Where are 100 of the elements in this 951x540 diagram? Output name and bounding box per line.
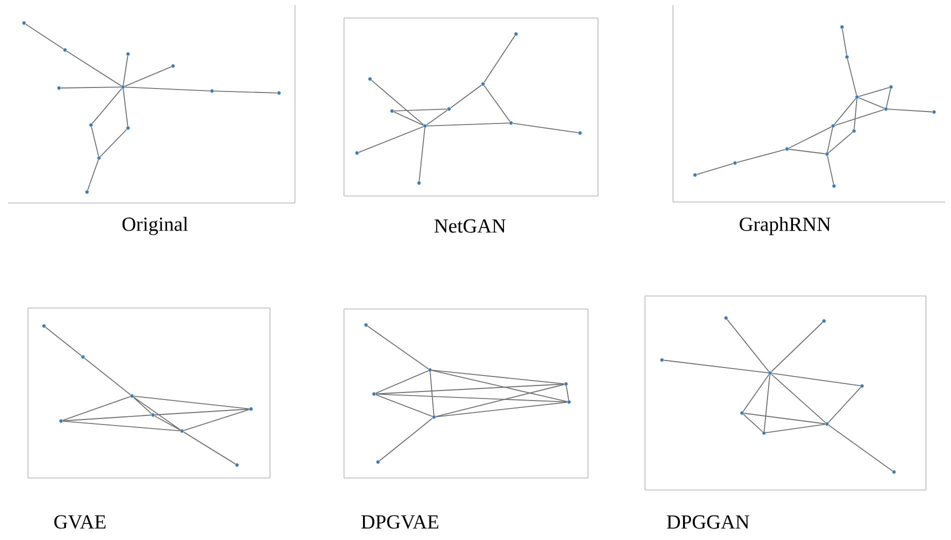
graph-edge (25, 24, 64, 50)
graph-edge (886, 88, 892, 108)
graph-vertex (855, 95, 859, 99)
graph-edge (375, 394, 433, 417)
graph-edge (134, 396, 250, 410)
panel-caption: GraphRNN (740, 216, 831, 236)
graph-vertex (85, 190, 89, 194)
graph-vertex (481, 82, 485, 86)
graph-vertex (785, 147, 789, 151)
graph-edge (60, 86, 122, 88)
graph-vertex (768, 371, 772, 375)
graph-vertex (660, 358, 664, 362)
graph-edge (133, 396, 181, 430)
graph-edge (426, 122, 510, 126)
graph-edge (431, 370, 568, 402)
graph-edge (426, 110, 448, 126)
graph-edge (858, 97, 885, 109)
graph-vertex (89, 123, 93, 127)
graph-vertex (97, 156, 101, 160)
graph-edge (566, 386, 570, 400)
graph-vertex (567, 400, 571, 404)
graph-edge (484, 85, 510, 122)
graph-edge (770, 322, 824, 372)
graph-vertex (235, 463, 239, 467)
graph-edge (766, 424, 826, 434)
graph-vertex (180, 429, 184, 433)
graph-edge (183, 432, 236, 464)
graph-edge (834, 98, 856, 125)
graph-vertex (171, 64, 175, 68)
graph-panel (343, 17, 599, 197)
graph-vertex (417, 181, 421, 185)
graph-edge (45, 326, 82, 356)
graph-vertex (364, 323, 368, 327)
graph-edge (828, 424, 893, 472)
graph-edge (828, 132, 853, 154)
graph-edge (100, 128, 128, 158)
graph-vertex (126, 126, 130, 130)
graph-vertex (355, 151, 359, 155)
graph-edge (847, 58, 857, 96)
graph-edge (430, 372, 434, 416)
graph-vertex (121, 85, 125, 89)
graph-vertex (860, 384, 864, 388)
graph-edge (66, 50, 122, 86)
graph-vertex (277, 91, 281, 95)
graph-edge (771, 374, 826, 424)
graph-edge (512, 122, 578, 134)
graph-edge (834, 109, 885, 126)
graph-vertex (249, 407, 253, 411)
graph-edge (744, 412, 826, 424)
graph-edge (92, 88, 122, 124)
graph-vertex (578, 131, 582, 135)
graph-vertex (432, 415, 436, 419)
graph-edge (358, 126, 424, 153)
graph-edge (214, 90, 278, 94)
graph-panel (672, 5, 945, 203)
graph-vertex (892, 470, 896, 474)
graph-vertex (57, 86, 61, 90)
graph-vertex (852, 129, 856, 133)
graph-edge (436, 402, 568, 418)
graph-vertex (151, 413, 155, 417)
graph-edge (393, 111, 424, 126)
graph-edge (124, 86, 210, 92)
graph-vertex (740, 411, 744, 415)
graph-edge (854, 98, 858, 130)
graph-edge (696, 163, 734, 175)
graph-vertex (428, 368, 432, 372)
panel-caption: NetGAN (434, 219, 506, 233)
graph-vertex (423, 124, 427, 128)
graph-edge (62, 420, 180, 432)
graph-vertex (447, 107, 451, 111)
graph-vertex (42, 324, 46, 328)
graph-edge (742, 374, 770, 412)
graph-vertex (372, 392, 376, 396)
graph-edge (133, 396, 152, 414)
graph-edge (91, 126, 99, 157)
graph-vertex (825, 152, 829, 156)
graph-edge (371, 80, 424, 126)
graph-edge (62, 414, 152, 422)
graph-panel (644, 295, 927, 491)
graph-vertex (832, 184, 836, 188)
graph-edge (450, 84, 482, 108)
graph-edge (772, 372, 860, 386)
graph-edge (62, 396, 131, 421)
graph-edge (122, 56, 128, 86)
graph-edge (826, 155, 834, 185)
graph-vertex (81, 355, 85, 359)
graph-vertex (59, 419, 63, 423)
graph-edge (788, 126, 832, 149)
graph-edge (888, 108, 932, 112)
graph-vertex (509, 121, 513, 125)
graph-edge (418, 128, 426, 182)
graph-edge (379, 418, 433, 462)
graph-vertex (889, 85, 893, 89)
graph-vertex (22, 21, 26, 25)
graph-vertex (210, 89, 214, 93)
graph-edge (842, 28, 848, 56)
graph-edge (183, 409, 250, 431)
panel-caption: Original (122, 216, 188, 236)
graph-vertex (733, 161, 737, 165)
graph-vertex (822, 319, 826, 323)
